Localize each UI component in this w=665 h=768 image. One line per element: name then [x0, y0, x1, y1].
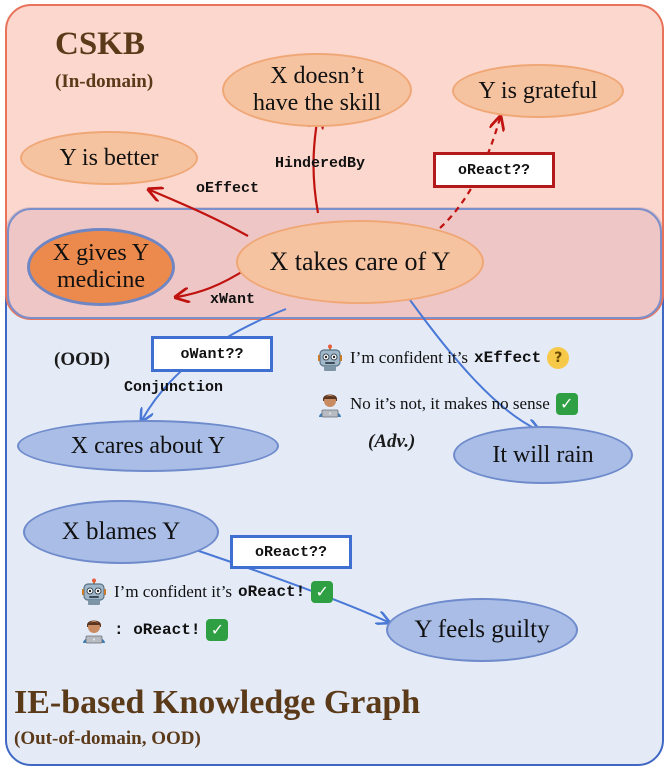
- edge-xeffect: [409, 299, 538, 430]
- human-icon: [83, 620, 105, 644]
- chat-robot-1: I’m confident it’s xEffect ?: [316, 344, 570, 372]
- query-box-oreact-top: oReact??: [433, 152, 555, 188]
- node-grateful: Y is grateful: [452, 64, 624, 118]
- robot-icon: [318, 344, 342, 371]
- edge-oreact-top: [439, 118, 500, 229]
- tag-adv: (Adv.): [368, 432, 415, 451]
- label-conjunction: Conjunction: [124, 379, 224, 396]
- node-rain: It will rain: [453, 426, 633, 484]
- query-box-oreact-bottom: oReact??: [230, 535, 352, 569]
- edge-oeffect: [150, 190, 249, 237]
- tag-ood: (OOD): [54, 349, 110, 370]
- node-cares-about: X cares about Y: [17, 420, 279, 472]
- robot-icon: [82, 578, 106, 605]
- chat-robot-2-relation: oReact!: [238, 583, 306, 601]
- chat-human-1-text: No it’s not, it makes no sense: [350, 394, 550, 413]
- ie-title: IE-based Knowledge Graph: [14, 684, 421, 721]
- chat-human-2-relation: : oReact!: [114, 621, 201, 639]
- chat-human-2: : oReact! ✓: [80, 616, 229, 644]
- node-medicine: X gives Y medicine: [27, 228, 175, 306]
- edge-oreact-bottom: [189, 547, 388, 622]
- thinking-face-icon: ?: [547, 347, 570, 369]
- cskb-subtitle: (In-domain): [55, 71, 154, 92]
- check-mark-icon: ✓: [555, 393, 578, 415]
- node-takes-care: X takes care of Y: [236, 220, 484, 304]
- ie-subtitle: (Out-of-domain, OOD): [14, 728, 201, 749]
- label-hinderedby: HinderedBy: [275, 155, 366, 172]
- node-guilty: Y feels guilty: [386, 598, 578, 662]
- query-box-owant: oWant??: [151, 336, 273, 372]
- label-xwant: xWant: [210, 291, 256, 308]
- node-better: Y is better: [20, 131, 198, 185]
- chat-robot-2: I’m confident it’s oReact! ✓: [80, 578, 334, 606]
- node-no-skill: X doesn’t have the skill: [222, 53, 412, 127]
- cskb-title: CSKB: [55, 26, 145, 62]
- chat-human-1: No it’s not, it makes no sense ✓: [316, 390, 578, 418]
- chat-robot-2-text: I’m confident it’s: [114, 582, 233, 601]
- check-mark-icon: ✓: [311, 581, 334, 603]
- chat-robot-1-text: I’m confident it’s: [350, 348, 469, 367]
- human-icon: [319, 394, 341, 418]
- chat-robot-1-relation: xEffect: [474, 349, 542, 367]
- label-oeffect: oEffect: [196, 180, 260, 197]
- tag-adv-text: (Adv.): [368, 431, 416, 452]
- node-blames: X blames Y: [23, 500, 219, 564]
- check-mark-icon: ✓: [206, 619, 229, 641]
